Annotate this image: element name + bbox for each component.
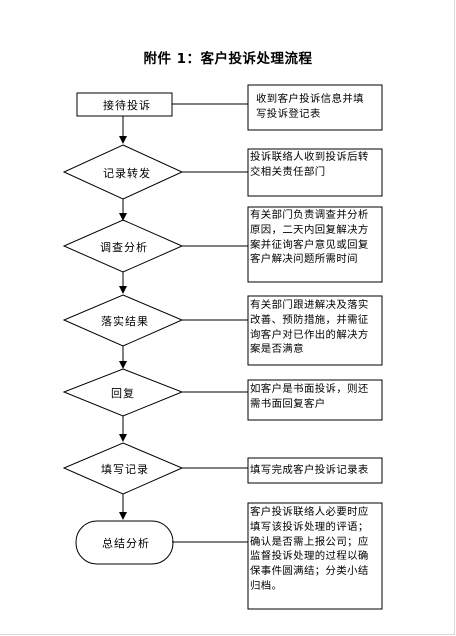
note-box-6 <box>247 457 383 484</box>
step-record-forward <box>62 144 184 200</box>
note-text-1: 收到客户投诉信息并填 写投诉登记表 <box>256 93 364 120</box>
step-summary <box>75 520 174 565</box>
page-title: 附件 1：客户投诉处理流程 <box>143 51 313 67</box>
note-text-2: 投诉联络人收到投诉后转 交相关责任部门 <box>250 151 369 178</box>
step-label-record-forward: 记录转发 <box>103 167 151 180</box>
step-label-receive: 接待投诉 <box>103 99 151 112</box>
note-box-7 <box>247 502 383 610</box>
step-fill-record <box>62 442 184 495</box>
step-label-reply: 回复 <box>111 387 135 400</box>
step-investigate <box>62 219 184 273</box>
note-text-7: 客户投诉联络人必要时应 填写该投诉处理的评语； 确认是否需上报公司；应 监督投诉… <box>250 506 369 592</box>
note-box-2 <box>247 148 383 197</box>
step-receive-complaint <box>76 92 173 117</box>
note-text-4: 有关部门跟进解决及落实 改善、预防措施，并需征 询客户对已作出的解决方 案是否满… <box>250 299 369 356</box>
note-text-5: 如客户是书面投诉，则还 需书面回复客户 <box>250 383 369 410</box>
note-text-3: 有关部门负责调查并分析 原因，二天内回复解决方 案并征询客户意见或回复 客户解决… <box>250 209 369 266</box>
step-implement <box>62 294 184 347</box>
note-box-3 <box>247 206 383 283</box>
note-text-6: 填写完成客户投诉记录表 <box>250 464 369 476</box>
note-box-5 <box>247 379 383 421</box>
step-reply <box>62 368 184 417</box>
note-box-4 <box>247 295 383 366</box>
step-label-fill-record: 填写记录 <box>101 463 149 476</box>
step-label-summary: 总结分析 <box>102 537 150 550</box>
note-box-1 <box>247 84 383 131</box>
step-label-investigate: 调查分析 <box>100 241 148 254</box>
step-label-implement: 落实结果 <box>101 315 149 328</box>
